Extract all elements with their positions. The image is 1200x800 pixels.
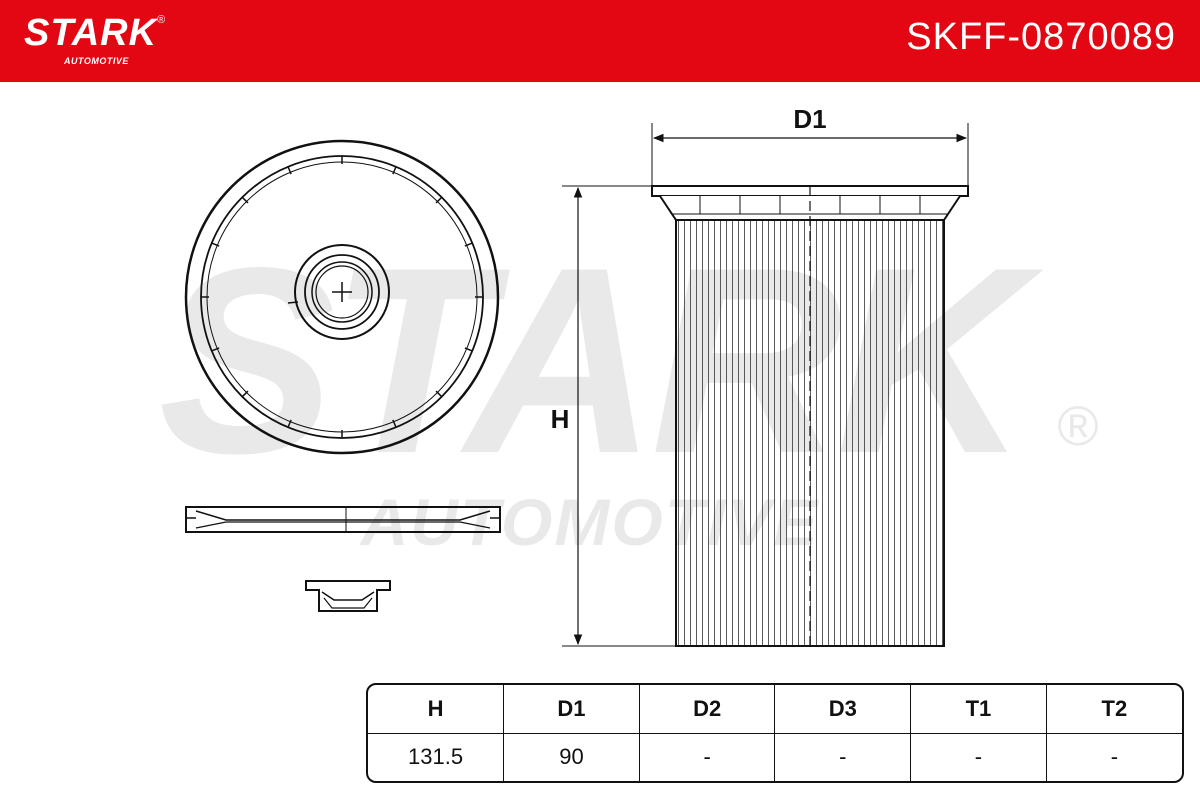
gasket-side-view xyxy=(185,506,501,533)
dimension-h-label: H xyxy=(551,404,570,434)
brand-logo: STARK® AUTOMOTIVE xyxy=(24,12,166,66)
spec-header-row: H D1 D2 D3 T1 T2 xyxy=(368,685,1182,734)
brand-name: STARK xyxy=(24,12,158,54)
spec-table: H D1 D2 D3 T1 T2 131.5 90 - - - - xyxy=(366,683,1184,783)
spec-value-t1: - xyxy=(910,732,1047,781)
dimension-h: H xyxy=(551,185,676,647)
spec-value-t2: - xyxy=(1045,732,1182,781)
spec-header-h: H xyxy=(368,685,505,734)
brand-subtitle: AUTOMOTIVE xyxy=(64,56,129,66)
watermark-reg: ® xyxy=(1057,394,1098,457)
header-bar: STARK® AUTOMOTIVE SKFF-0870089 xyxy=(0,0,1200,82)
spec-header-d1: D1 xyxy=(503,685,640,734)
spec-value-d1: 90 xyxy=(503,732,640,781)
gasket-top-view xyxy=(184,139,500,455)
part-number: SKFF-0870089 xyxy=(906,16,1176,58)
spec-value-d2: - xyxy=(638,732,776,781)
spec-value-row: 131.5 90 - - - - xyxy=(368,732,1182,781)
technical-drawing: STARK AUTOMOTIVE ® xyxy=(158,104,1099,647)
brand-registered-mark: ® xyxy=(157,14,166,26)
spec-header-t2: T2 xyxy=(1045,685,1182,734)
dimension-d1-label: D1 xyxy=(793,104,826,134)
spec-header-t1: T1 xyxy=(910,685,1047,734)
spec-header-d2: D2 xyxy=(638,685,776,734)
spec-header-d3: D3 xyxy=(774,685,912,734)
seal-side-view xyxy=(305,580,391,612)
spec-value-d3: - xyxy=(774,732,912,781)
spec-value-h: 131.5 xyxy=(368,732,505,781)
dimension-d1: D1 xyxy=(651,104,969,186)
filter-element-front-view xyxy=(651,185,969,647)
